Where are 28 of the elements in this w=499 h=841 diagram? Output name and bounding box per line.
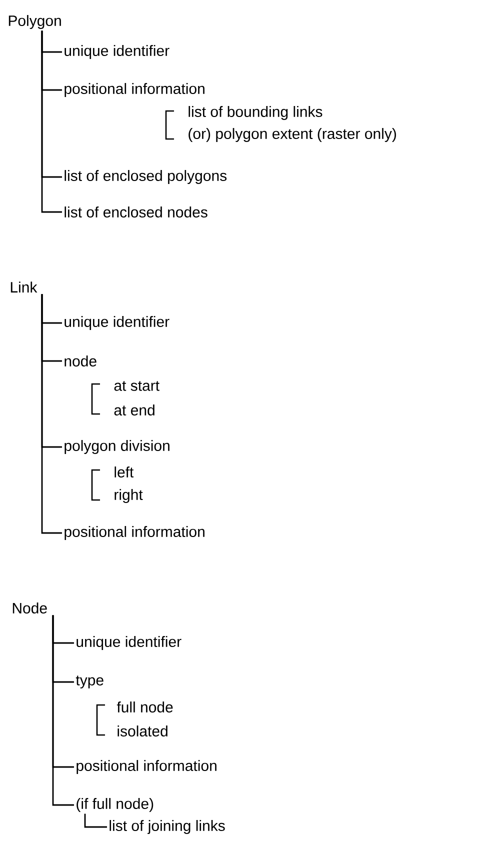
item-text: list of enclosed nodes bbox=[64, 206, 208, 218]
item-text: list of bounding links bbox=[188, 106, 322, 120]
item-text: unique identifier bbox=[64, 45, 170, 59]
item-text: polygon division bbox=[64, 440, 170, 454]
heading-text: Polygon bbox=[8, 15, 61, 29]
item-text: (if full node) bbox=[76, 798, 154, 812]
tree-line bbox=[84, 814, 107, 828]
heading-text: Link bbox=[10, 282, 38, 292]
item-text: list of joining links bbox=[110, 820, 225, 834]
item-text: at end bbox=[114, 404, 154, 416]
item-text: left bbox=[114, 466, 134, 478]
item-text: unique identifier bbox=[64, 316, 170, 330]
tree-line bbox=[52, 615, 74, 806]
heading-text: Node bbox=[12, 602, 47, 614]
item-text: node bbox=[64, 356, 96, 366]
item-text: full node bbox=[116, 702, 173, 712]
item-text: positional information bbox=[64, 83, 204, 97]
item-text: unique identifier bbox=[76, 636, 182, 650]
tree-line bbox=[41, 30, 62, 213]
item-text: positional information bbox=[76, 760, 216, 774]
tree-line bbox=[41, 294, 62, 534]
item-text: (or) polygon extent (raster only) bbox=[188, 128, 396, 142]
item-text: type bbox=[76, 676, 104, 688]
item-text: right bbox=[114, 489, 143, 503]
item-text: isolated bbox=[118, 726, 168, 736]
item-text: at start bbox=[114, 381, 160, 391]
item-text: positional information bbox=[64, 526, 204, 540]
item-text: list of enclosed polygons bbox=[64, 170, 227, 184]
